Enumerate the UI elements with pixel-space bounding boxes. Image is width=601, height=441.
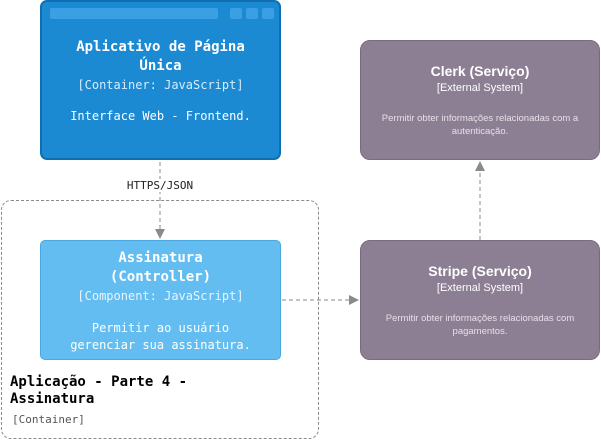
browser-button-icon — [262, 8, 274, 19]
webapp-container-node[interactable]: Aplicativo de Página Única [Container: J… — [40, 0, 281, 160]
webapp-type: [Container: JavaScript] — [77, 78, 244, 92]
webapp-name-line1: Aplicativo de Página — [76, 39, 245, 55]
webapp-description: Interface Web - Frontend. — [70, 109, 251, 123]
component-node-assinatura[interactable]: Assinatura (Controller) [Component: Java… — [40, 240, 281, 360]
external-system-clerk[interactable]: Clerk (Serviço) [External System] Permit… — [360, 40, 600, 160]
boundary-title-line2: Assinatura — [10, 391, 95, 407]
component-name-line2: (Controller) — [109, 269, 212, 285]
stripe-name: Stripe (Serviço) — [428, 263, 532, 279]
stripe-description-line2: pagamentos. — [452, 326, 508, 337]
component-description-line2: gerenciar sua assinatura. — [70, 338, 251, 352]
clerk-name: Clerk (Serviço) — [430, 63, 530, 79]
browser-address-bar-icon — [50, 8, 218, 19]
stripe-type: [External System] — [436, 282, 524, 294]
clerk-description-line2: autenticação. — [451, 126, 509, 137]
browser-button-icon — [246, 8, 258, 19]
boundary-title-line1: Aplicação - Parte 4 - — [10, 374, 188, 390]
boundary-type: [Container] — [12, 413, 85, 426]
stripe-description: Permitir obter informações relacionadas … — [367, 312, 593, 338]
stripe-description-line1: Permitir obter informações relacionadas … — [385, 313, 575, 324]
component-name: Assinatura (Controller) — [41, 249, 280, 287]
component-type: [Component: JavaScript] — [77, 289, 244, 303]
edge-label-https-json: HTTPS/JSON — [105, 179, 215, 192]
webapp-name: Aplicativo de Página Única — [42, 38, 279, 76]
system-boundary — [1, 200, 319, 439]
component-description: Permitir ao usuário gerenciar sua assina… — [51, 320, 270, 354]
boundary-title: Aplicação - Parte 4 - Assinatura — [10, 374, 250, 408]
clerk-description-line1: Permitir obter informações relacionadas … — [381, 113, 579, 124]
webapp-name-line2: Única — [139, 58, 182, 74]
component-description-line1: Permitir ao usuário — [91, 321, 230, 335]
component-name-line1: Assinatura — [118, 250, 203, 266]
external-system-stripe[interactable]: Stripe (Serviço) [External System] Permi… — [360, 240, 600, 360]
browser-button-icon — [230, 8, 242, 19]
clerk-type: [External System] — [436, 82, 524, 94]
clerk-description: Permitir obter informações relacionadas … — [367, 112, 593, 138]
